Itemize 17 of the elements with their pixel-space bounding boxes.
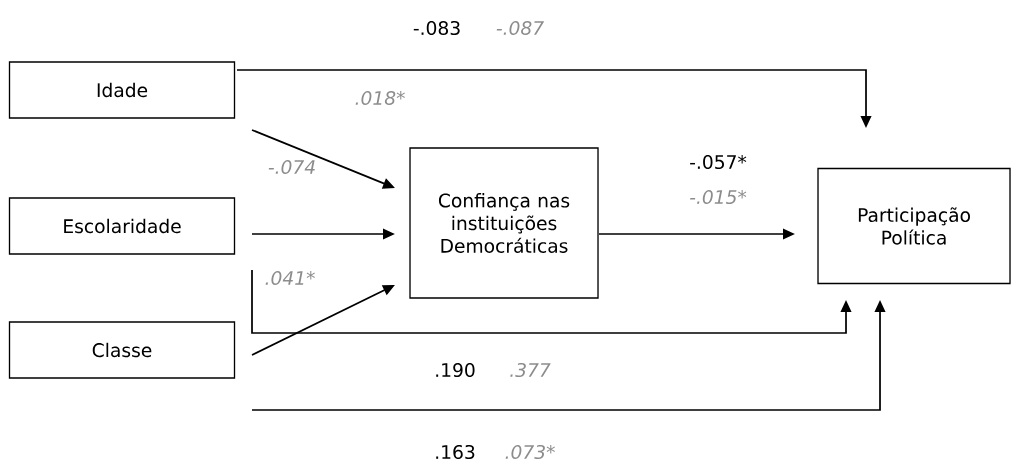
construct-box: Participação Política [817, 167, 1011, 285]
coefficient-label: -.074 [268, 159, 315, 175]
coefficient-label: -.087 [496, 20, 544, 36]
coefficient-label: -.015* [690, 189, 747, 205]
construct-box: Confiança nas instituições Democráticas [409, 147, 599, 299]
variable-box: Classe [8, 321, 236, 379]
coefficient-label: .377 [510, 362, 551, 378]
variable-box: Escolaridade [8, 197, 236, 255]
coefficient-label: .073* [505, 444, 555, 460]
edge-label: .163 [432, 443, 478, 461]
arrow [251, 269, 852, 334]
edge-label: -.083 [411, 19, 463, 37]
coefficient-label: .041* [265, 270, 315, 286]
edge-label: -.057* [687, 153, 749, 171]
coefficient-label: .018* [355, 90, 405, 106]
variable-box: Idade [8, 61, 236, 119]
edge-label: .190 [432, 361, 478, 379]
